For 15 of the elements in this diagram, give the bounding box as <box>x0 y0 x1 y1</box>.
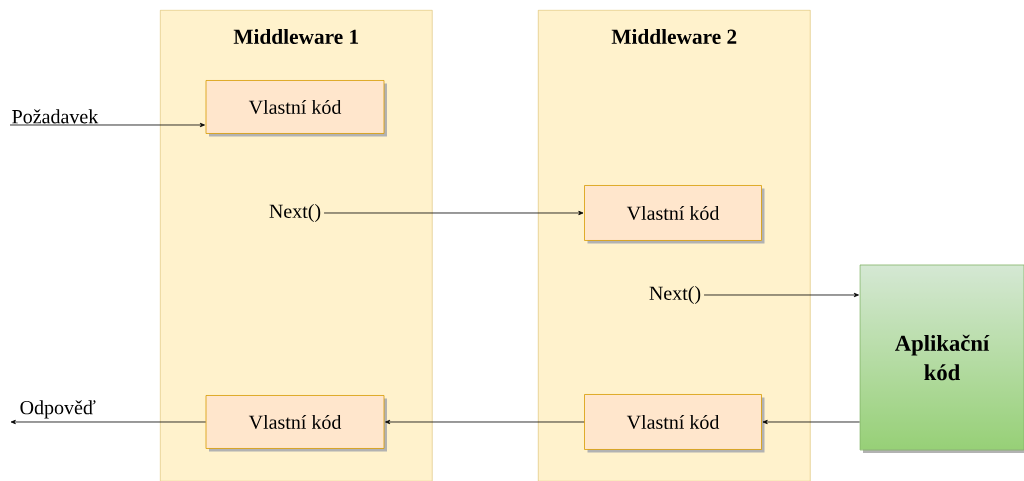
edge-label: Požadavek <box>12 109 99 124</box>
arrow <box>385 419 585 425</box>
arrow <box>10 419 206 425</box>
call-text: Next() <box>269 203 321 223</box>
process-box: Vlastní kód <box>205 395 387 452</box>
process-box: Vlastní kód <box>205 80 387 137</box>
process-box: Vlastní kód <box>584 394 765 453</box>
application-box: Aplikační kód <box>859 264 1024 453</box>
process-box: Vlastní kód <box>584 185 765 244</box>
arrow <box>323 210 584 216</box>
arrow <box>9 122 205 128</box>
edge-label: Odpověď <box>20 400 96 419</box>
arrow <box>703 292 859 298</box>
arrow <box>762 419 860 425</box>
call-text: Next() <box>649 285 701 305</box>
